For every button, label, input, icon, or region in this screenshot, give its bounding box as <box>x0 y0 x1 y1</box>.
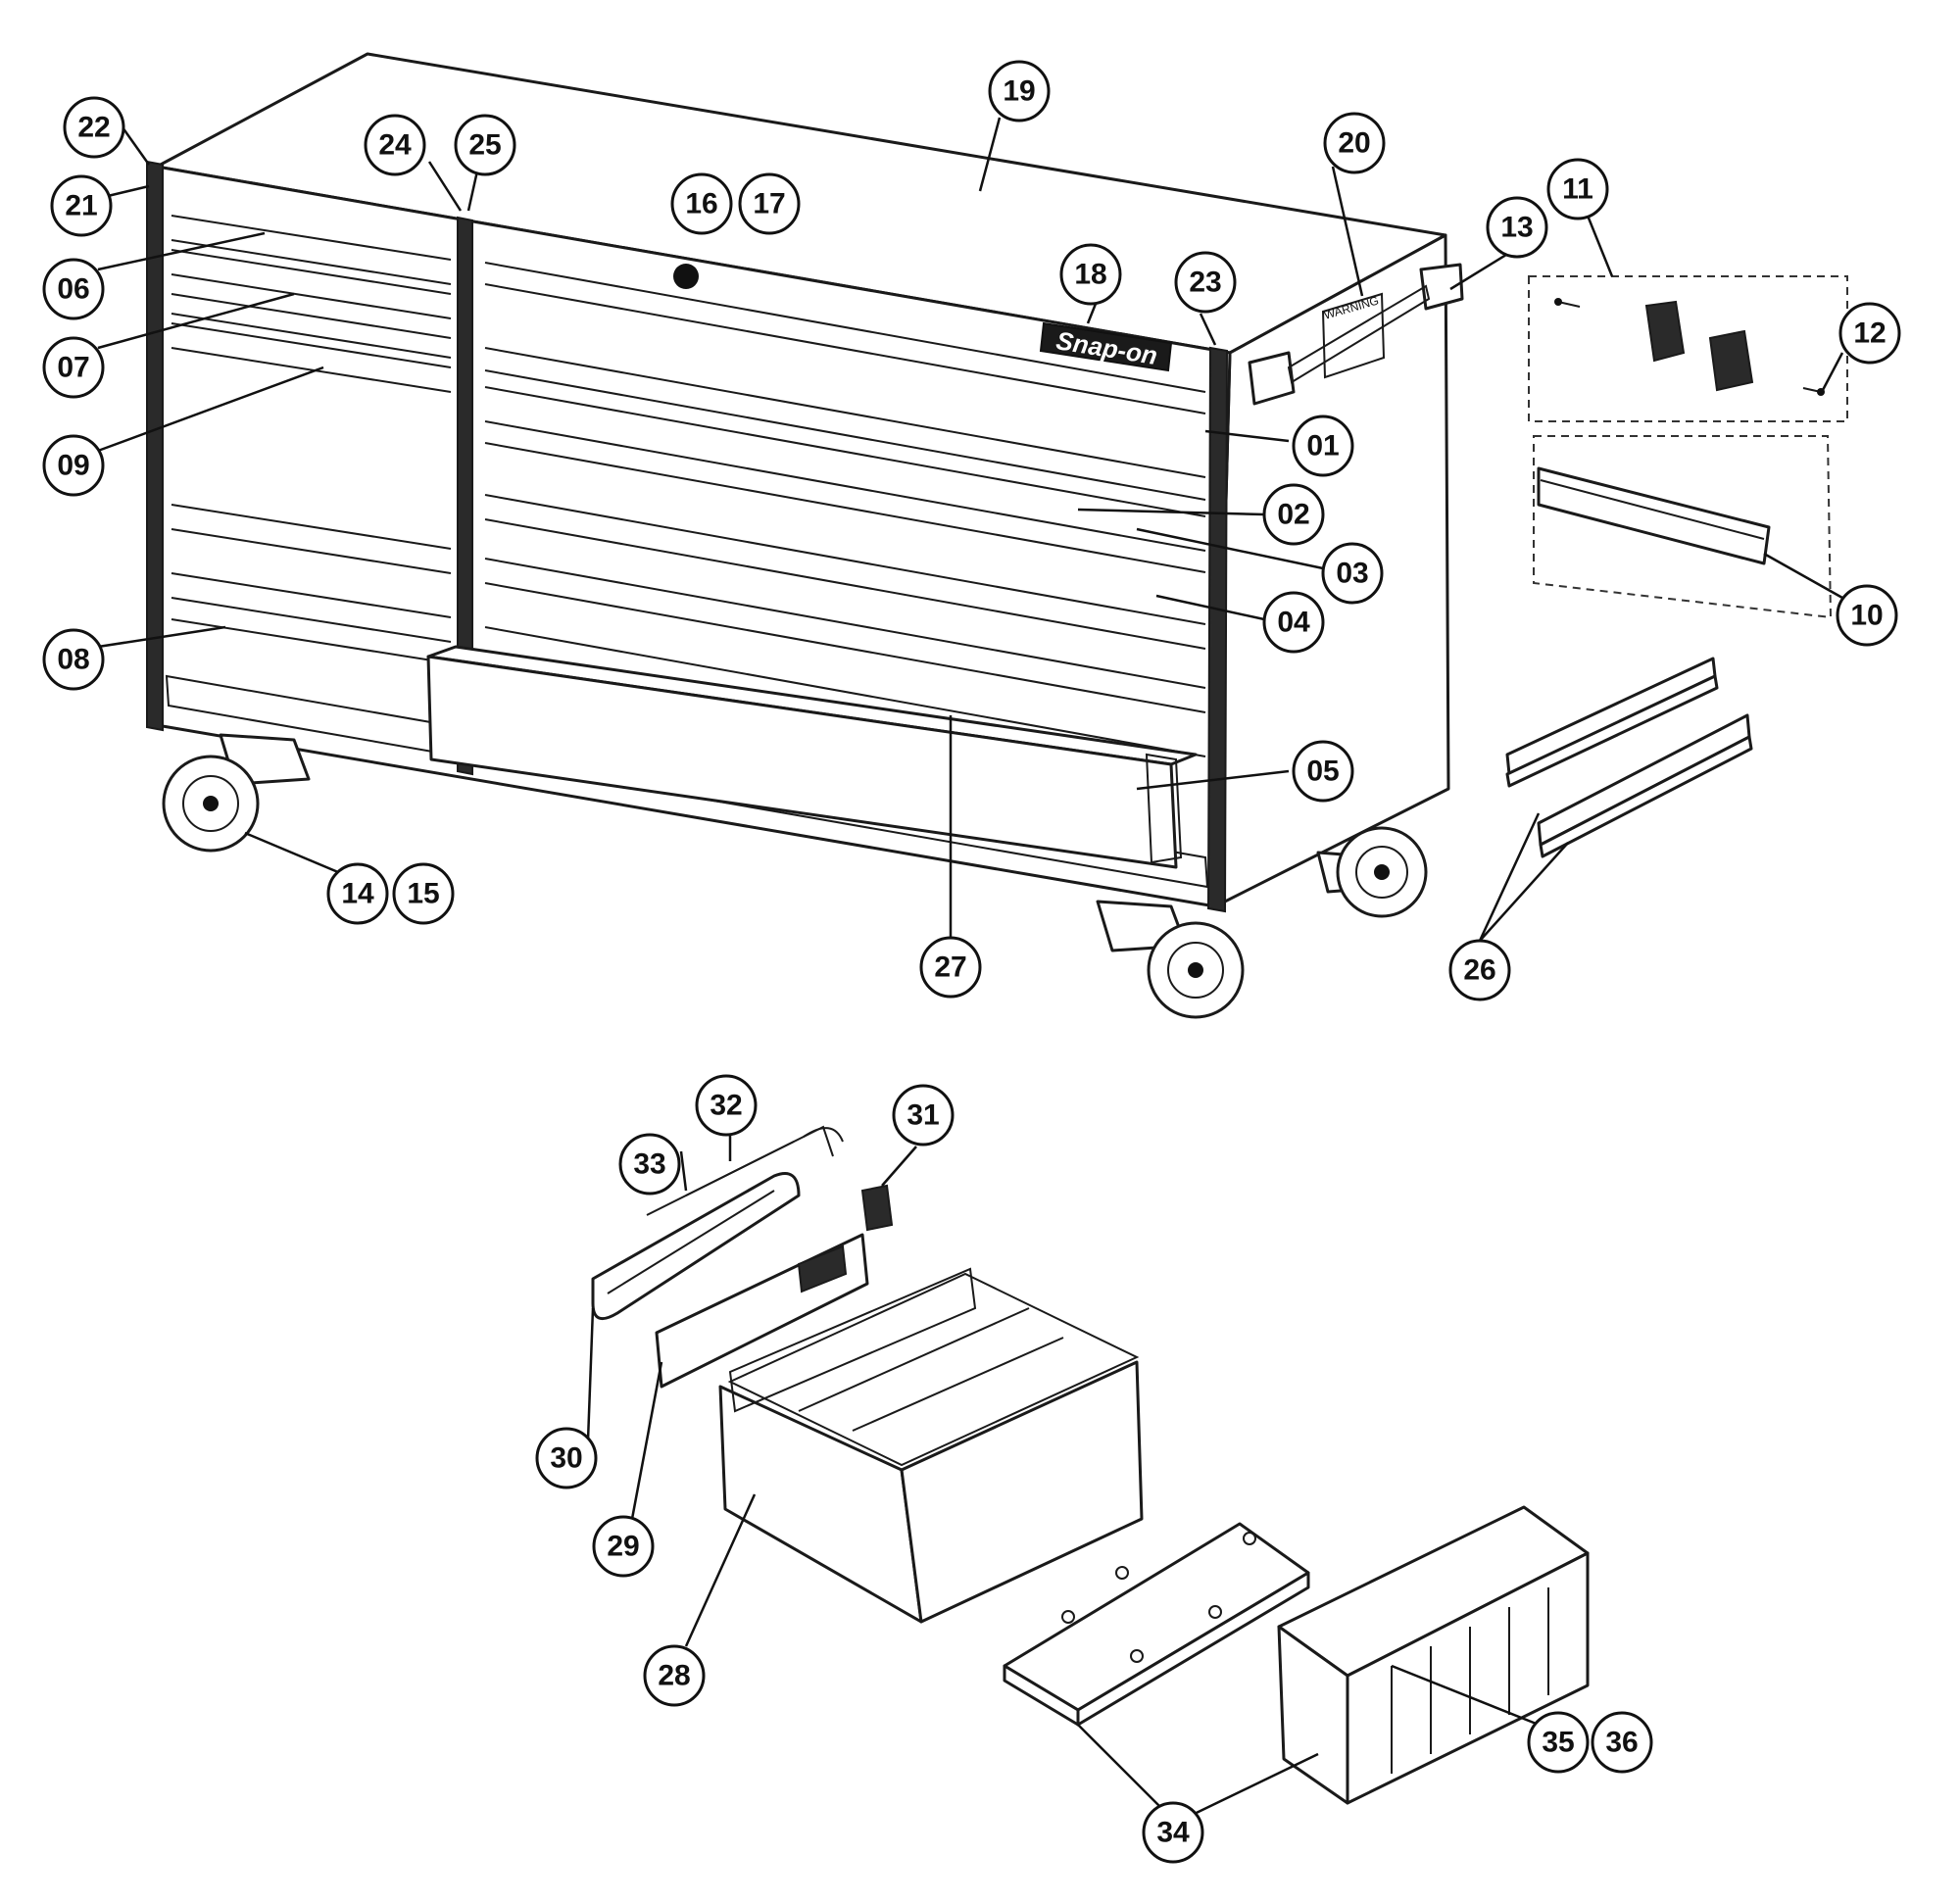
callout-16: 16 <box>670 172 733 235</box>
callout-24: 24 <box>364 114 426 176</box>
callout-36: 36 <box>1591 1711 1653 1774</box>
callout-34-label: 34 <box>1156 1817 1190 1849</box>
callout-11: 11 <box>1546 158 1609 220</box>
callout-30-label: 30 <box>550 1442 582 1475</box>
callout-12: 12 <box>1838 302 1901 365</box>
callout-23: 23 <box>1174 251 1237 314</box>
callout-05-label: 05 <box>1306 756 1339 788</box>
callout-29-label: 29 <box>607 1531 639 1563</box>
callout-35-label: 35 <box>1542 1727 1574 1759</box>
latch-detail <box>1528 275 1848 422</box>
callout-32-label: 32 <box>710 1090 742 1122</box>
callout-10: 10 <box>1836 584 1898 647</box>
callout-21: 21 <box>50 174 113 237</box>
callout-33: 33 <box>618 1133 681 1195</box>
caster-right-front <box>1096 900 1245 1019</box>
callout-19: 19 <box>988 60 1051 122</box>
callout-26: 26 <box>1448 939 1511 1001</box>
callout-04: 04 <box>1262 591 1325 654</box>
callout-26-label: 26 <box>1463 954 1495 987</box>
screw-icon <box>1554 298 1581 308</box>
callout-27-label: 27 <box>934 952 966 984</box>
side-handle <box>1248 263 1464 406</box>
callout-20-label: 20 <box>1338 127 1370 160</box>
callout-32: 32 <box>695 1074 758 1137</box>
bottom-drawer <box>426 645 1198 869</box>
callout-28: 28 <box>643 1644 706 1707</box>
callout-06: 06 <box>42 258 105 320</box>
lock-icon <box>673 264 699 289</box>
callout-25-label: 25 <box>468 129 501 162</box>
callout-35: 35 <box>1527 1711 1590 1774</box>
callout-24-label: 24 <box>378 129 412 162</box>
callout-21-label: 21 <box>65 190 97 222</box>
callout-20: 20 <box>1323 112 1386 174</box>
callout-13: 13 <box>1486 196 1548 259</box>
callout-03: 03 <box>1321 542 1384 605</box>
callout-09-label: 09 <box>57 450 89 482</box>
callout-22-label: 22 <box>77 112 110 144</box>
callout-02-label: 02 <box>1277 499 1309 531</box>
callout-18: 18 <box>1059 243 1122 306</box>
callout-31-label: 31 <box>906 1099 939 1132</box>
screw-icon <box>1802 387 1825 396</box>
callout-10-label: 10 <box>1850 600 1883 632</box>
callout-14-label: 14 <box>341 878 374 910</box>
callout-23-label: 23 <box>1189 267 1221 299</box>
callout-05: 05 <box>1292 740 1354 803</box>
callout-17-label: 17 <box>753 188 785 220</box>
callout-22: 22 <box>63 96 125 159</box>
callout-01-label: 01 <box>1306 430 1339 463</box>
callout-36-label: 36 <box>1605 1727 1638 1759</box>
callout-06-label: 06 <box>57 273 89 306</box>
callout-11-label: 11 <box>1562 173 1593 206</box>
callout-18-label: 18 <box>1074 259 1106 291</box>
callout-19-label: 19 <box>1003 75 1035 108</box>
callout-04-label: 04 <box>1277 607 1310 639</box>
callout-14: 14 <box>326 862 389 925</box>
callout-15: 15 <box>392 862 455 925</box>
callout-30: 30 <box>535 1427 598 1489</box>
drawer-assembly <box>591 1125 1590 1805</box>
callout-08: 08 <box>42 628 105 691</box>
callout-33-label: 33 <box>633 1148 665 1181</box>
callout-27: 27 <box>919 936 982 999</box>
callout-16-label: 16 <box>685 188 717 220</box>
callout-29: 29 <box>592 1515 655 1578</box>
callout-07-label: 07 <box>57 352 89 384</box>
callout-02: 02 <box>1262 483 1325 546</box>
callout-28-label: 28 <box>658 1660 690 1692</box>
callout-15-label: 15 <box>407 878 439 910</box>
callout-13-label: 13 <box>1500 212 1533 244</box>
trim-rail-detail <box>1533 435 1833 619</box>
callout-07: 07 <box>42 336 105 399</box>
caster-right-rear <box>1316 826 1428 918</box>
callout-09: 09 <box>42 434 105 497</box>
callout-31: 31 <box>892 1084 955 1147</box>
drawer-slides <box>1505 657 1753 858</box>
callout-01: 01 <box>1292 415 1354 477</box>
callout-25: 25 <box>454 114 516 176</box>
leader-lines <box>97 117 1844 1825</box>
callout-08-label: 08 <box>57 644 89 676</box>
callout-12-label: 12 <box>1853 317 1886 350</box>
callout-34: 34 <box>1142 1801 1204 1864</box>
caster-left <box>162 733 311 853</box>
callout-17: 17 <box>738 172 801 235</box>
callouts: 01 02 03 04 05 06 07 08 09 10 11 12 13 1… <box>42 60 1901 1864</box>
callout-03-label: 03 <box>1336 558 1368 590</box>
